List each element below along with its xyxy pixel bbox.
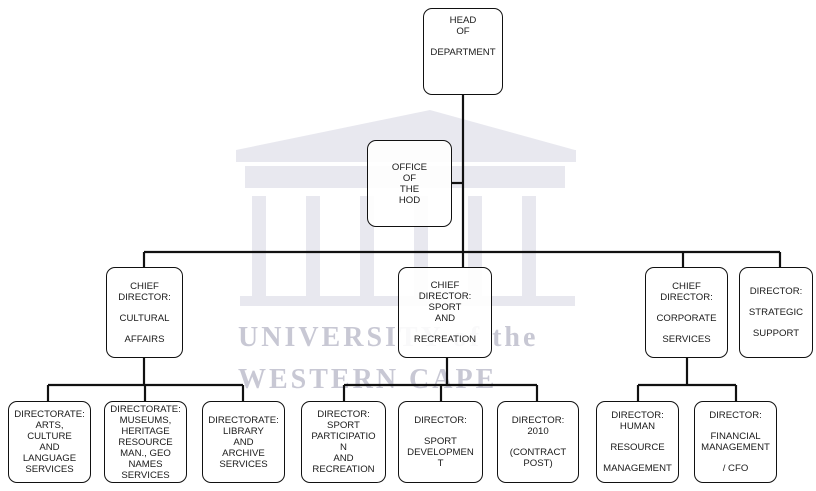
watermark-line-2: WESTERN CAPE <box>238 364 498 395</box>
